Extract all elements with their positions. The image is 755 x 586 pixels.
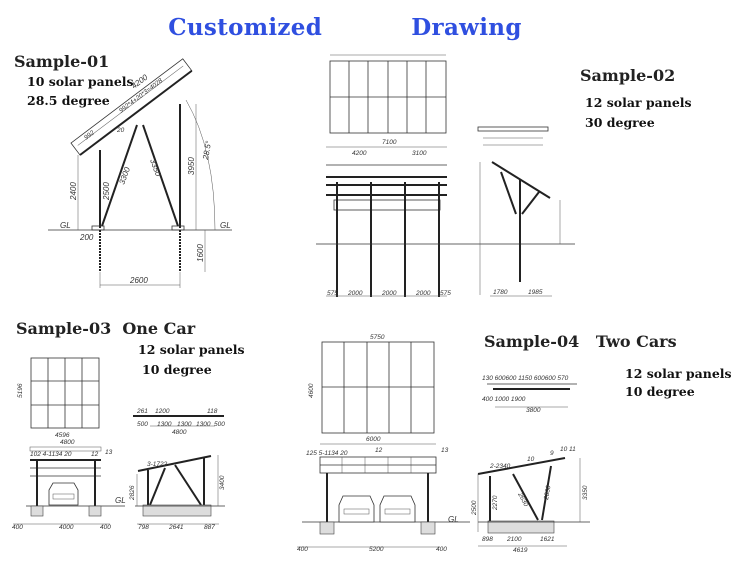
tag-12: 12 bbox=[375, 447, 383, 454]
sample-02-drawing: 7100 4200 3100 2000 2000 2000 575 575 17… bbox=[316, 54, 575, 297]
brace bbox=[142, 124, 179, 227]
dim-side-total: 4619 bbox=[513, 547, 528, 554]
dim-plan-width: 4596 bbox=[55, 432, 70, 439]
dim-spacing: 125 5-1134 20 bbox=[306, 450, 348, 457]
dim-h-front: 2500 bbox=[471, 500, 478, 516]
dim-beam: 3800 bbox=[526, 407, 541, 414]
dim-foot-right: 400 bbox=[100, 524, 111, 531]
dim-brace1: 2630 bbox=[516, 491, 530, 508]
tag-9: 9 bbox=[550, 450, 554, 457]
dim-front-height: 2400 bbox=[69, 182, 78, 201]
sample-02-panels: 12 solar panels bbox=[585, 95, 692, 110]
dim-width: 7100 bbox=[382, 139, 397, 146]
dim-right: 3100 bbox=[412, 150, 427, 157]
dim-span: 4000 bbox=[59, 524, 74, 531]
gl-left: GL bbox=[60, 221, 71, 230]
dim-b5: 500 bbox=[214, 421, 225, 428]
sample-04-label: Sample-04 Two Cars bbox=[484, 332, 677, 351]
sample-03-drawing: 4596 5196 261 1200 118 500 1300 1300 130… bbox=[12, 357, 226, 531]
dim-side-b: 2100 bbox=[506, 536, 522, 543]
tag-13: 13 bbox=[441, 447, 449, 454]
dim-plan-height: 4600 bbox=[308, 383, 315, 398]
dim-side-b: 2641 bbox=[168, 524, 184, 531]
tag-13: 13 bbox=[105, 449, 113, 456]
dim-side-c: 1621 bbox=[540, 536, 555, 543]
gl-label: GL bbox=[448, 515, 459, 524]
sample-01-label: Sample-01 bbox=[14, 52, 110, 71]
dim-top: 130 600600 1150 600600 570 bbox=[482, 375, 569, 382]
page-title: Customized Drawing bbox=[168, 14, 522, 41]
sample-01-drawing: 4200 992*4+20*3=4028 992 20 2400 2500 33… bbox=[48, 58, 232, 288]
dim-span: 2600 bbox=[129, 276, 148, 285]
gl-label: GL bbox=[115, 496, 126, 505]
dim-end2: 575 bbox=[440, 290, 451, 297]
dim-b3: 1300 bbox=[177, 421, 192, 428]
dim-offset: 200 bbox=[79, 233, 94, 242]
dim-brace1: 3300 bbox=[117, 165, 132, 185]
dim-left: 4200 bbox=[352, 150, 367, 157]
sample-02-angle: 30 degree bbox=[585, 115, 655, 130]
sample-01-angle: 28.5 degree bbox=[27, 93, 110, 108]
sample-04-drawing: 5750 4600 130 600600 1150 600600 570 400… bbox=[297, 334, 590, 554]
sample-03-angle: 10 degree bbox=[142, 362, 212, 377]
dim-panel: 992 bbox=[83, 129, 96, 141]
sample-04-panels: 12 solar panels bbox=[625, 366, 732, 381]
sample-04-angle: 10 degree bbox=[625, 384, 695, 399]
dim-r3: 118 bbox=[207, 408, 218, 415]
dim-side-a: 798 bbox=[138, 524, 149, 531]
dim-brace2: 3350 bbox=[148, 158, 163, 178]
car-icon bbox=[379, 495, 416, 523]
dim-rail: 2-2340 bbox=[489, 463, 511, 470]
dim-gap: 20 bbox=[116, 127, 125, 134]
dim-side1: 1780 bbox=[493, 289, 508, 296]
dim-bay1: 2000 bbox=[347, 290, 363, 297]
panel-plan bbox=[321, 341, 435, 434]
sample-02-label: Sample-02 bbox=[580, 66, 676, 85]
brace bbox=[101, 124, 138, 227]
dim-rear-height: 3950 bbox=[187, 157, 196, 175]
dim-spacing: 102 4-1134 20 bbox=[30, 451, 72, 458]
sample-01-panel bbox=[70, 58, 193, 156]
dim-tilt: 28.5° bbox=[201, 140, 213, 162]
dim-plan-height: 5196 bbox=[17, 383, 24, 398]
dim-plan-width: 5750 bbox=[370, 334, 385, 341]
tag-10-11: 10 11 bbox=[560, 446, 576, 453]
dim-beam-length: 4800 bbox=[172, 429, 187, 436]
dim-side-a: 898 bbox=[482, 536, 493, 543]
car-icon bbox=[48, 482, 79, 506]
dim-h-rear: 3350 bbox=[582, 485, 589, 500]
dim-r2: 1200 bbox=[155, 408, 170, 415]
dim-elev-width: 6000 bbox=[366, 436, 381, 443]
dim-h1: 2826 bbox=[129, 485, 136, 501]
dim-h-post: 2270 bbox=[492, 495, 499, 511]
sample-03-label: Sample-03 One Car bbox=[16, 319, 196, 338]
dim-side-c: 887 bbox=[204, 524, 215, 531]
dim-bay2: 2000 bbox=[381, 290, 397, 297]
gl-right: GL bbox=[220, 221, 231, 230]
dim-brace2: 2830 bbox=[543, 485, 553, 502]
dim-post-front: 2500 bbox=[102, 182, 111, 201]
dim-pile: 1600 bbox=[196, 244, 205, 262]
tag-10: 10 bbox=[527, 456, 535, 463]
dim-foot-left: 400 bbox=[297, 546, 308, 553]
dim-b4: 1300 bbox=[196, 421, 211, 428]
dim-rail: 3-1722 bbox=[147, 461, 168, 468]
sample-01-panels: 10 solar panels bbox=[27, 74, 134, 89]
dim-r1: 261 bbox=[136, 408, 148, 415]
dim-b2: 1300 bbox=[157, 421, 172, 428]
dim-mid: 400 1000 1900 bbox=[482, 396, 526, 403]
dim-elev-width: 4800 bbox=[60, 439, 75, 446]
dim-h2: 3400 bbox=[219, 475, 226, 490]
dim-bay3: 2000 bbox=[415, 290, 431, 297]
sample-03-panels: 12 solar panels bbox=[138, 342, 245, 357]
dim-end1: 575 bbox=[327, 290, 338, 297]
dim-b1: 500 bbox=[137, 421, 148, 428]
car-icon bbox=[338, 495, 375, 523]
dim-span: 5200 bbox=[369, 546, 384, 553]
dim-side2: 1985 bbox=[528, 289, 543, 296]
dim-foot-left: 400 bbox=[12, 524, 23, 531]
dim-foot-right: 400 bbox=[436, 546, 447, 553]
tag-12: 12 bbox=[91, 451, 99, 458]
